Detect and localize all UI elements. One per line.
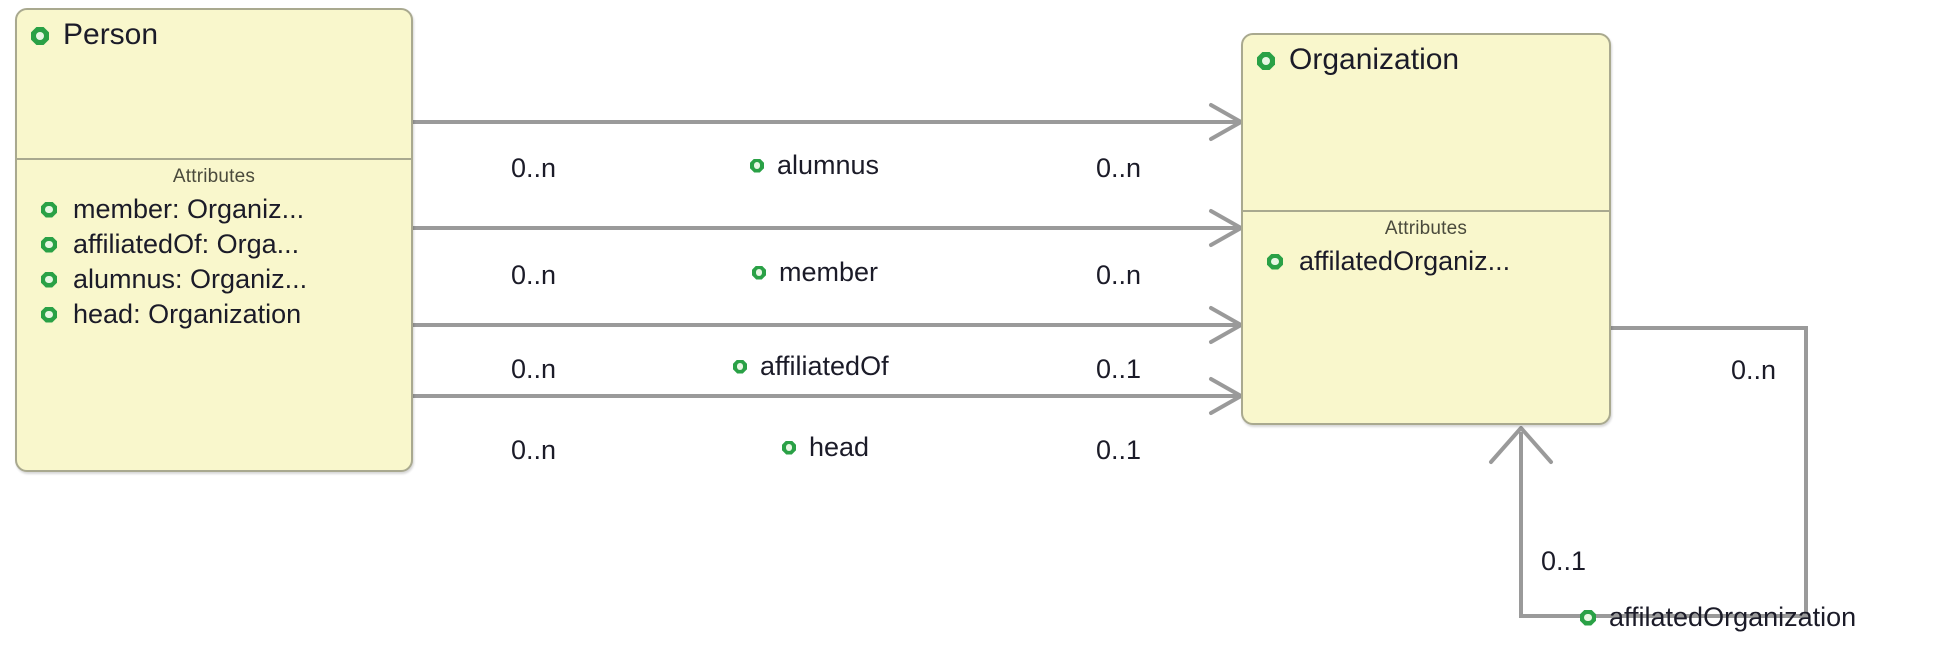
- attribute-row[interactable]: affiliatedOf: Orga...: [17, 227, 411, 262]
- multiplicity-target-affilated-organization: 0..1: [1541, 546, 1587, 576]
- multiplicity-source-alumnus: 0..n: [511, 153, 557, 183]
- connector-affiliatedOf: [412, 306, 1243, 344]
- attribute-row[interactable]: member: Organiz...: [17, 192, 411, 227]
- attributes-caption: Attributes: [172, 166, 256, 187]
- class-section-divider: [17, 158, 411, 160]
- association-role-affiliatedOf[interactable]: affiliatedOf: [733, 353, 889, 380]
- association-role-label: member: [779, 257, 879, 287]
- green-octagon-icon: [1257, 52, 1275, 70]
- multiplicity-target-head: 0..1: [1096, 435, 1142, 465]
- class-box-person[interactable]: Person Attributes member: Organiz... aff…: [15, 8, 413, 472]
- multiplicity-target-affiliatedOf: 0..1: [1096, 354, 1142, 384]
- attribute-label: head: Organization: [73, 299, 302, 329]
- association-role-label: affiliatedOf: [760, 351, 889, 381]
- attributes-caption: Attributes: [1384, 218, 1468, 239]
- multiplicity-target-alumnus: 0..n: [1096, 153, 1142, 183]
- association-role-affilated-organization[interactable]: affilatedOrganization: [1580, 604, 1856, 631]
- green-octagon-icon: [41, 236, 57, 253]
- class-title-organization: Organization: [1289, 43, 1460, 76]
- green-octagon-icon: [41, 201, 57, 218]
- attribute-label: member: Organiz...: [73, 194, 305, 224]
- connector-alumnus: [412, 103, 1243, 141]
- green-octagon-icon: [782, 440, 796, 455]
- green-octagon-icon: [750, 158, 764, 173]
- attribute-label: alumnus: Organiz...: [73, 264, 308, 294]
- green-octagon-icon: [752, 265, 766, 280]
- class-section-divider: [1243, 210, 1609, 212]
- class-header-person: Person: [17, 10, 411, 158]
- attribute-row[interactable]: alumnus: Organiz...: [17, 262, 411, 297]
- green-octagon-icon: [1580, 609, 1596, 626]
- attribute-row[interactable]: affilatedOrganiz...: [1243, 244, 1609, 279]
- attributes-section-person: Attributes member: Organiz... affiliated…: [17, 160, 411, 332]
- green-octagon-icon: [733, 359, 747, 374]
- class-box-organization[interactable]: Organization Attributes affilatedOrganiz…: [1241, 33, 1611, 425]
- association-role-label: head: [809, 432, 870, 462]
- multiplicity-source-head: 0..n: [511, 435, 557, 465]
- connector-member: [412, 209, 1243, 247]
- green-octagon-icon: [1267, 253, 1283, 270]
- attribute-label: affiliatedOf: Orga...: [73, 229, 300, 259]
- connector-head: [412, 377, 1243, 415]
- association-role-member[interactable]: member: [752, 259, 878, 286]
- green-octagon-icon: [41, 306, 57, 323]
- association-role-alumnus[interactable]: alumnus: [750, 152, 879, 179]
- association-role-label: affilatedOrganization: [1609, 602, 1857, 632]
- multiplicity-target-member: 0..n: [1096, 260, 1142, 290]
- multiplicity-source-affiliatedOf: 0..n: [511, 354, 557, 384]
- multiplicity-source-affilated-organization: 0..n: [1731, 355, 1777, 385]
- class-title-person: Person: [63, 18, 159, 51]
- green-octagon-icon: [31, 27, 49, 45]
- attribute-label: affilatedOrganiz...: [1299, 246, 1511, 276]
- green-octagon-icon: [41, 271, 57, 288]
- association-role-label: alumnus: [777, 150, 880, 180]
- attributes-section-organization: Attributes affilatedOrganiz...: [1243, 212, 1609, 279]
- association-role-head[interactable]: head: [782, 434, 869, 461]
- class-header-organization: Organization: [1243, 35, 1609, 210]
- multiplicity-source-member: 0..n: [511, 260, 557, 290]
- attribute-row[interactable]: head: Organization: [17, 297, 411, 332]
